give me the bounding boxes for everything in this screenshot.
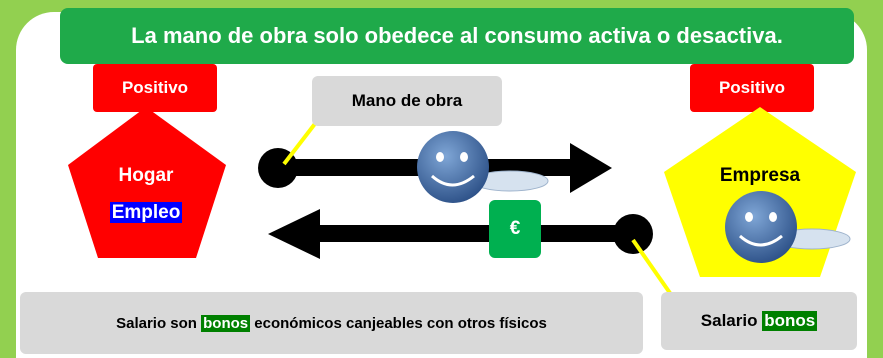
top-face-eye-left: [436, 152, 444, 162]
hogar-label: Hogar: [118, 165, 174, 186]
left-positive-tag: Positivo: [93, 64, 217, 112]
empleo-label: Empleo: [109, 202, 183, 223]
salario-note-before: Salario son: [116, 314, 202, 332]
salario-box-before: Salario: [700, 311, 763, 330]
bottom-arrow-head: [268, 209, 320, 259]
salario-note-after: económicos canjeables con otros físicos: [250, 314, 547, 332]
bottom-face-eye-right: [769, 212, 777, 222]
mano-de-obra-box: Mano de obra: [312, 76, 502, 126]
salario-note-highlight: bonos: [201, 314, 251, 332]
top-smiley-face: [417, 131, 489, 203]
title-banner: La mano de obra solo obedece al consumo …: [60, 8, 854, 64]
bottom-arrow-shaft: [316, 225, 634, 242]
right-positive-tag: Positivo: [690, 64, 814, 112]
bottom-face-eye-left: [745, 212, 753, 222]
empresa-label: Empresa: [719, 165, 801, 186]
top-face-smile: [430, 174, 475, 187]
bottom-face-smile: [738, 234, 783, 247]
top-arrow-head: [570, 143, 612, 193]
bottom-arrow-start-dot: [613, 214, 653, 254]
hogar-sub-wrap: Empleo: [108, 202, 184, 224]
euro-tag: €: [489, 200, 541, 258]
top-face-eye-right: [460, 152, 468, 162]
hogar-pentagon: [68, 107, 226, 258]
salario-box-highlight: bonos: [762, 311, 818, 331]
salario-bonos-box: Salario bonos: [661, 292, 857, 350]
salario-note-box: Salario son bonos económicos canjeables …: [20, 292, 643, 354]
bottom-smiley-face: [725, 191, 797, 263]
